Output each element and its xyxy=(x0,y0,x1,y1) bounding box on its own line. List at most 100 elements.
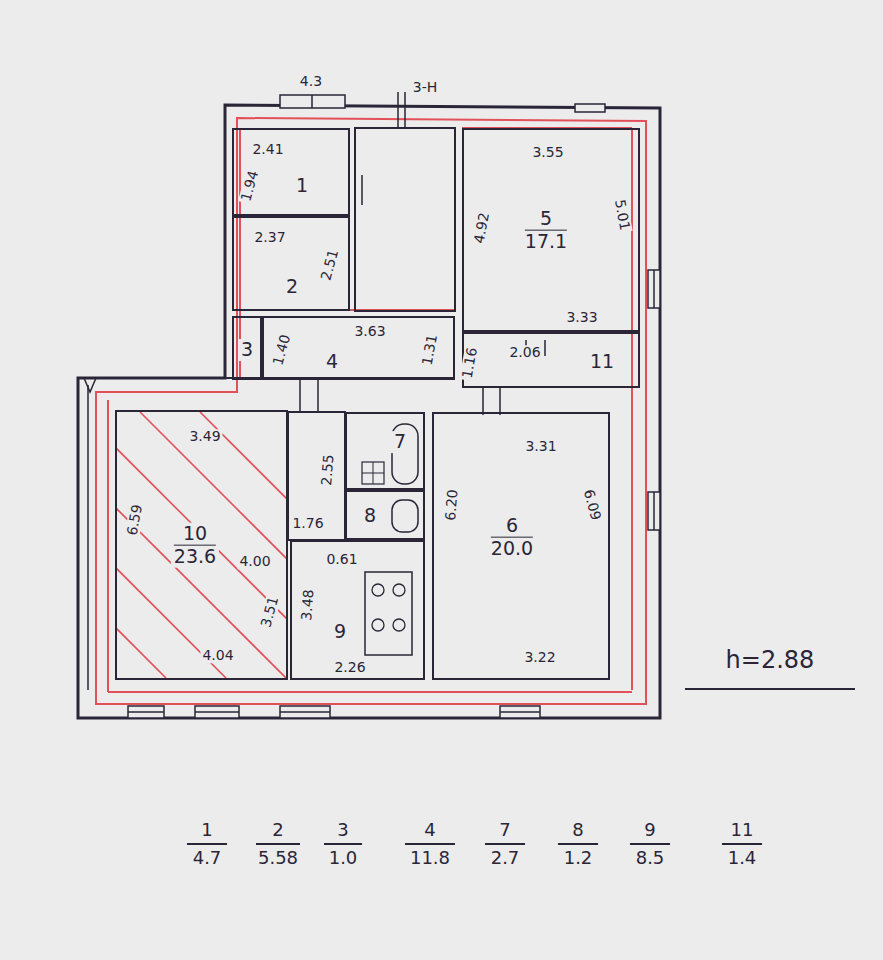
bathtub xyxy=(392,424,418,484)
room: 2 xyxy=(232,216,350,311)
room: 8 xyxy=(345,490,425,540)
area-table-cell: 3 xyxy=(335,820,350,840)
dimension-label: 3.49 xyxy=(187,429,222,444)
plan-line xyxy=(722,843,762,845)
room-area: 23.6 xyxy=(174,546,216,568)
area-table-cell: 1.0 xyxy=(327,848,360,868)
burner xyxy=(393,619,405,631)
plan-line xyxy=(187,843,227,845)
dimension-label: 4.04 xyxy=(200,648,235,663)
plan-line xyxy=(558,843,598,845)
room: 620.0 xyxy=(432,412,610,680)
stair-space xyxy=(355,128,455,311)
dimension-label: 3-Н xyxy=(411,80,440,95)
room: 11 xyxy=(462,332,640,388)
area-table-cell: 11.8 xyxy=(408,848,452,868)
area-table-cell: 2.7 xyxy=(489,848,522,868)
plan-line xyxy=(485,843,525,845)
underline xyxy=(685,688,855,690)
area-table-cell: 2 xyxy=(270,820,285,840)
plan-line xyxy=(544,340,546,356)
plan-line xyxy=(195,706,239,718)
burner xyxy=(372,584,384,596)
dimension-label: 1.76 xyxy=(290,516,325,531)
plan-line xyxy=(525,340,527,356)
room: 517.1 xyxy=(462,128,640,332)
area-table-cell: 4 xyxy=(422,820,437,840)
area-table-cell: 8 xyxy=(570,820,585,840)
dimension-label: 3.22 xyxy=(522,650,557,665)
room-area: 17.1 xyxy=(525,231,567,253)
dimension-label: 1.94 xyxy=(238,167,262,205)
room-number: 7 xyxy=(394,431,406,453)
room-label: 8 xyxy=(361,505,379,527)
plan-line xyxy=(117,412,226,678)
plan-line xyxy=(117,412,286,678)
entrance-mark xyxy=(397,92,399,128)
room-number: 11 xyxy=(590,351,614,373)
plan-line xyxy=(299,380,301,412)
plan-line xyxy=(653,270,655,308)
tiles xyxy=(362,473,384,474)
dimension-label: 3.63 xyxy=(352,324,387,339)
dimension-arrow xyxy=(84,378,96,392)
dimension-label: 2.26 xyxy=(332,660,367,675)
area-table-cell: 7 xyxy=(497,820,512,840)
area-table-cell: 8.5 xyxy=(634,848,667,868)
plan-line xyxy=(482,388,484,415)
room-number: 9 xyxy=(334,621,346,643)
dimension-label: 0.61 xyxy=(324,552,359,567)
room-label: 11 xyxy=(587,351,617,373)
area-table-cell: 1 xyxy=(199,820,214,840)
room: 3 xyxy=(232,316,262,380)
room-number: 2 xyxy=(286,276,298,298)
plan-line xyxy=(128,711,164,713)
plan-line xyxy=(117,412,166,678)
plan-line xyxy=(256,843,300,845)
plan-line xyxy=(405,843,455,845)
area-table-cell: 9 xyxy=(642,820,657,840)
red-wall-line xyxy=(108,691,632,693)
stair-mark xyxy=(361,175,363,205)
dimension-label: 4.92 xyxy=(471,209,492,246)
area-table-cell: 1.4 xyxy=(726,848,759,868)
dimension-label: 6.59 xyxy=(124,501,145,538)
entrance-mark xyxy=(404,92,406,128)
wall-line xyxy=(87,385,89,690)
room-label: 9 xyxy=(331,621,349,643)
burner xyxy=(372,619,384,631)
room-label: 1023.6 xyxy=(171,523,219,568)
dimension-label: 2.37 xyxy=(252,230,287,245)
dimension-label: 2.55 xyxy=(319,452,337,488)
red-wall-line xyxy=(631,128,633,690)
ceiling-height: h=2.88 xyxy=(724,647,817,673)
area-table-cell: 4.7 xyxy=(191,848,224,868)
dimension-label: 3.33 xyxy=(564,310,599,325)
room: 9 xyxy=(290,540,425,680)
doors xyxy=(300,340,545,415)
dimension-label: 1.31 xyxy=(419,331,440,368)
room-label: 2 xyxy=(283,276,301,298)
plan-line xyxy=(280,711,330,713)
dimension-label: 2.41 xyxy=(250,142,285,157)
room-area: 20.0 xyxy=(491,538,533,560)
inner-red-outline xyxy=(96,118,646,704)
room-label: 517.1 xyxy=(522,208,570,253)
dimension-label: 3.51 xyxy=(258,593,282,631)
burner xyxy=(393,584,405,596)
plan-line xyxy=(575,104,605,112)
dimension-label: 2.51 xyxy=(318,246,342,284)
dimension-label: 1.40 xyxy=(270,331,294,369)
room: 7 xyxy=(345,412,425,490)
room-label: 1 xyxy=(293,175,311,197)
dimension-label: 3.48 xyxy=(299,587,317,623)
plan-line xyxy=(500,711,540,713)
room: 1 xyxy=(232,128,350,216)
area-table-cell: 1.2 xyxy=(562,848,595,868)
plan-line xyxy=(117,412,286,678)
plan-line xyxy=(500,706,540,718)
plan-line xyxy=(317,380,319,412)
plan-line xyxy=(653,492,655,530)
